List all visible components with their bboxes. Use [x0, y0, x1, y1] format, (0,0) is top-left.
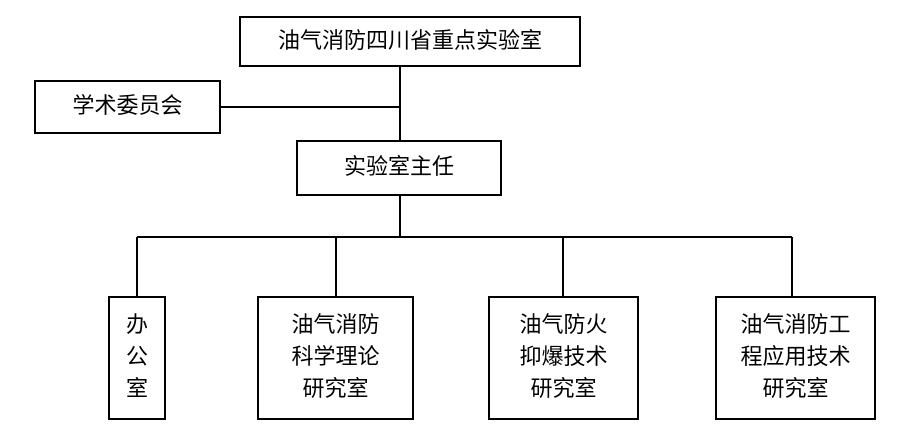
unit-box-engineering: 油气消防工 程应用技术 研究室 — [715, 296, 876, 420]
unit-fire-line-1: 油气防火 — [519, 313, 608, 339]
unit-fire-line-2: 抑爆技术 — [519, 345, 608, 371]
unit-box-office: 办 公 室 — [108, 296, 166, 420]
unit-engineering-line-1: 油气消防工 — [740, 313, 851, 339]
unit-box-science: 油气消防 科学理论 研究室 — [257, 296, 414, 420]
unit-science-line-3: 研究室 — [302, 376, 369, 402]
unit-engineering-line-3: 研究室 — [762, 376, 829, 402]
unit-science-line-2: 科学理论 — [291, 345, 380, 371]
lab-name-box: 油气消防四川省重点实验室 — [239, 16, 581, 67]
unit-engineering-line-2: 程应用技术 — [740, 345, 851, 371]
unit-office-line-1: 办 — [125, 313, 148, 339]
unit-office-line-2: 公 — [125, 345, 148, 371]
director-box: 实验室主任 — [296, 140, 502, 196]
committee-label: 学术委员会 — [72, 94, 183, 120]
committee-box: 学术委员会 — [34, 80, 221, 134]
unit-fire-line-3: 研究室 — [530, 376, 597, 402]
unit-box-fire: 油气防火 抑爆技术 研究室 — [488, 296, 639, 420]
lab-name-label: 油气消防四川省重点实验室 — [277, 28, 542, 54]
unit-office-line-3: 室 — [125, 376, 148, 402]
director-label: 实验室主任 — [343, 155, 454, 181]
unit-science-line-1: 油气消防 — [291, 313, 380, 339]
